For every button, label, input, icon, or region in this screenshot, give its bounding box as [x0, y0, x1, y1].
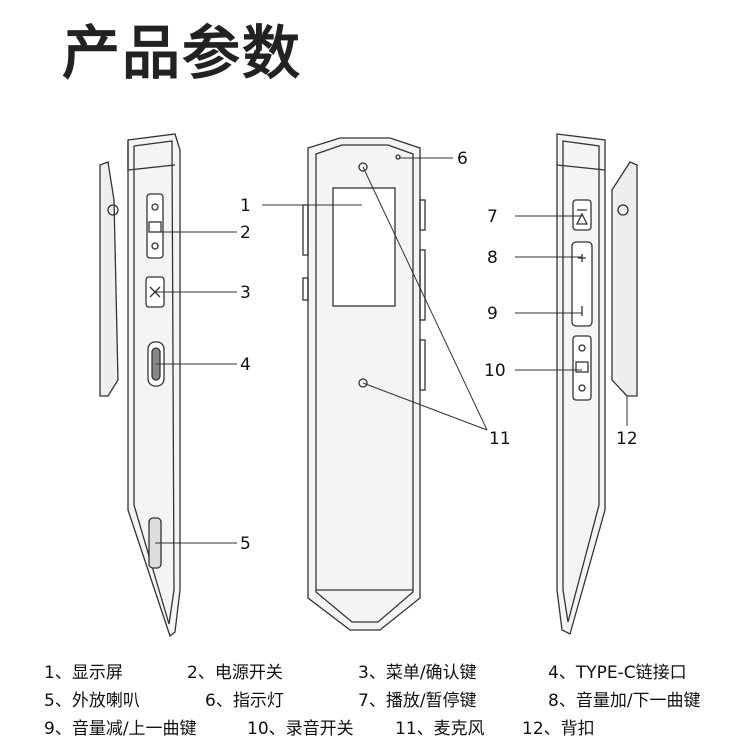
- product-diagram: 1 2 3 4 5 6 7 8 9 10 11 12: [99, 133, 638, 638]
- left-body-inner-edge: [133, 140, 175, 625]
- right-volume-rocker: [571, 241, 593, 327]
- left-power-switch-dot-bottom: [151, 242, 159, 250]
- callout-10: 10: [484, 361, 506, 381]
- right-back-clip: [611, 161, 638, 397]
- front-right-side-bump-2: [419, 249, 426, 321]
- right-clip-pin: [617, 204, 629, 216]
- callout-3: 3: [240, 283, 251, 303]
- callout-9: 9: [487, 304, 498, 324]
- right-record-switch-dot-top: [578, 344, 586, 352]
- leader-line-11b: [362, 382, 488, 431]
- left-power-switch-dot-top: [151, 203, 159, 211]
- legend-item-4: 4、TYPE-C链接口: [548, 663, 687, 683]
- page-title: 产品参数: [62, 19, 303, 87]
- right-top-cap: [556, 164, 606, 171]
- callout-7: 7: [487, 207, 498, 227]
- legend-item-9: 9、音量减/上一曲键: [44, 719, 197, 739]
- right-body-inner-edge: [562, 140, 600, 623]
- callout-numbers: 1 2 3 4 5 6 7 8 9 10 11 12: [240, 149, 638, 554]
- callout-12: 12: [616, 429, 638, 449]
- legend-item-12: 12、背扣: [522, 719, 595, 739]
- right-record-switch-dot-bottom: [578, 384, 586, 392]
- callout-11: 11: [489, 429, 511, 449]
- left-clip-pin: [107, 204, 119, 216]
- right-side-view: [556, 133, 638, 635]
- legend-item-5: 5、外放喇叭: [44, 691, 140, 711]
- callout-4: 4: [240, 355, 251, 375]
- leader-lines: [155, 157, 628, 544]
- front-view: [302, 137, 426, 631]
- front-left-side-key: [302, 277, 309, 301]
- front-indicator-light: [395, 154, 401, 160]
- right-record-switch: [572, 335, 592, 401]
- front-screen: [332, 187, 396, 307]
- front-lower-mic: [358, 378, 368, 388]
- callout-2: 2: [240, 223, 251, 243]
- legend-item-3: 3、菜单/确认键: [358, 663, 477, 683]
- left-back-clip: [99, 161, 119, 397]
- legend-item-2: 2、电源开关: [187, 663, 283, 683]
- front-right-side-bump-3: [419, 339, 426, 391]
- legend-item-7: 7、播放/暂停键: [358, 691, 477, 711]
- left-power-switch: [146, 193, 164, 259]
- front-body-inner-edge: [315, 144, 414, 623]
- right-play-pause-mark: [575, 209, 589, 225]
- left-top-cap: [127, 140, 176, 171]
- front-top-mic: [358, 162, 368, 172]
- callout-8: 8: [487, 248, 498, 268]
- legend-item-10: 10、录音开关: [247, 719, 354, 739]
- front-left-side-bump: [302, 204, 309, 256]
- legend-item-11: 11、麦克风: [395, 719, 485, 739]
- legend-item-6: 6、指示灯: [205, 691, 284, 711]
- front-right-side-bump-1: [419, 199, 426, 231]
- left-side-view: [99, 133, 181, 638]
- right-volume-plus-mark: [578, 254, 586, 262]
- legend-item-1: 1、显示屏: [44, 663, 123, 683]
- legend-item-8: 8、音量加/下一曲键: [548, 691, 701, 711]
- leader-line-11a: [362, 166, 488, 431]
- right-record-switch-slider: [575, 361, 589, 373]
- callout-5: 5: [240, 534, 251, 554]
- callout-1: 1: [240, 196, 251, 216]
- callout-6: 6: [457, 149, 468, 169]
